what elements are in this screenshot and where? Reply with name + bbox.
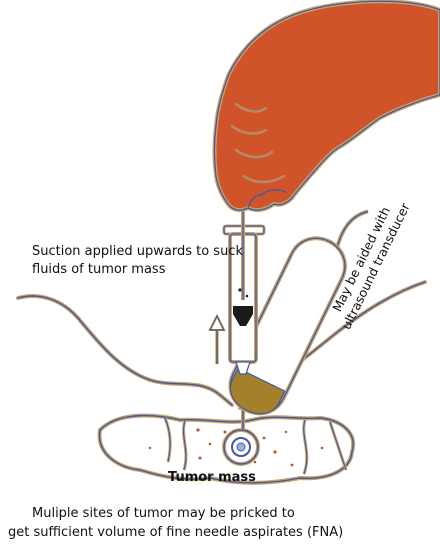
up-arrow-icon	[210, 316, 224, 364]
tumor-mass-label: Tumor mass	[168, 470, 256, 485]
suction-label-line-2: fluids of tumor mass	[32, 262, 165, 277]
hand-illustration	[215, 1, 440, 210]
suction-label-line-1: Suction applied upwards to suck	[32, 244, 243, 259]
syringe	[224, 200, 264, 374]
caption-line-1: Muliple sites of tumor may be pricked to	[32, 506, 295, 521]
puncture-site	[224, 430, 258, 464]
caption-line-2: get sufficient volume of fine needle asp…	[8, 525, 343, 540]
